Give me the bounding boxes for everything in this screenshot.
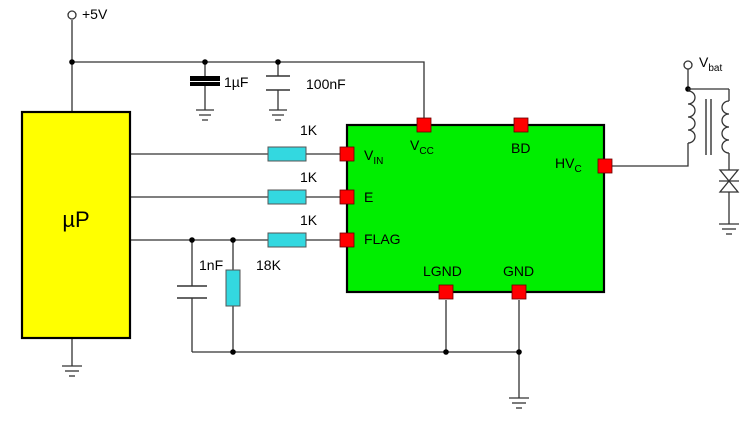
vbat-label: Vbat [699, 54, 722, 74]
resistor-18k-label: 18K [256, 257, 282, 273]
pin-vcc-label-sub: CC [419, 146, 433, 157]
junction-dot [69, 59, 75, 65]
pin-vcc [416, 117, 432, 133]
pin-vcc-label-main: V [410, 137, 420, 153]
cap-plate [190, 76, 220, 81]
pin-lgnd-label: LGND [423, 263, 462, 279]
pin-vin-label-sub: IN [373, 156, 383, 167]
pin-e [339, 189, 355, 205]
cap2-label: 100nF [306, 76, 346, 92]
secondary-coil [721, 100, 730, 154]
cap-plate [190, 82, 220, 86]
resistor-vin [267, 146, 307, 162]
junction-dot [230, 349, 236, 355]
pin-gnd [511, 284, 527, 300]
pin-gnd-label: GND [503, 263, 534, 279]
pin-hvc [597, 158, 613, 174]
capacitor-1nf [177, 285, 207, 299]
resistor-flag [267, 232, 307, 248]
vbat-label-main: V [699, 54, 709, 70]
wire-cap1 [196, 62, 214, 121]
capacitor-100nf [266, 75, 290, 91]
resistor-vin-label: 1K [300, 122, 318, 138]
pin-vin [339, 146, 355, 162]
pin-hvc-label-sub: C [574, 164, 581, 175]
driver-ic-block [345, 123, 606, 294]
ic-pins [339, 117, 613, 300]
pin-hvc-label: HVC [555, 155, 582, 175]
pin-vcc-label: VCC [410, 137, 434, 157]
cap3-label: 1nF [199, 257, 223, 273]
microcontroller-block [20, 110, 132, 340]
resistor-flag-label: 1K [300, 212, 318, 228]
pin-bd-label: BD [511, 140, 530, 156]
transformer-core [705, 99, 712, 155]
junction-dot [202, 59, 208, 65]
primary-coil [687, 90, 696, 153]
junction-dot [275, 59, 281, 65]
capacitor-1uf [190, 76, 220, 86]
resistor-18k [225, 269, 241, 307]
supply-terminal [67, 10, 77, 20]
wire-hvc [612, 153, 689, 167]
pin-vin-label-main: V [364, 147, 374, 163]
ground-symbol-coil [719, 223, 739, 235]
diode-pair [718, 169, 740, 193]
vbat-terminal [683, 60, 693, 70]
pin-lgnd [438, 284, 454, 300]
resistor-e-label: 1K [300, 169, 318, 185]
junction-dot [189, 237, 195, 243]
pin-flag [339, 232, 355, 248]
pin-vin-label: VIN [364, 147, 383, 167]
cap1-label: 1µF [224, 74, 248, 90]
junction-dot [230, 237, 236, 243]
ground-symbol-micro [62, 365, 82, 377]
pin-flag-label: FLAG [364, 231, 401, 247]
pin-e-label: E [364, 189, 373, 205]
junction-dot [516, 349, 522, 355]
supply-label: +5V [82, 6, 108, 22]
wires [71, 20, 730, 398]
ground-symbol-gnd [509, 397, 529, 409]
wire-cap2 [269, 62, 287, 121]
pin-hvc-label-main: HV [555, 155, 575, 171]
microcontroller-label: µP [62, 207, 89, 232]
vbat-label-sub: bat [708, 63, 722, 74]
diode-lower [718, 179, 740, 193]
resistor-e [267, 189, 307, 205]
wire-5v-rail [71, 20, 425, 122]
pin-bd [513, 117, 529, 133]
diode-upper [718, 169, 740, 183]
junction-dot [443, 349, 449, 355]
